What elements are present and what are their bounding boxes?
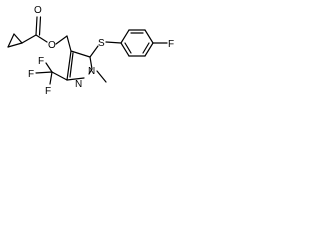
cyclopropane-ring [7,33,23,48]
atom-sulfur: S [98,38,105,49]
bond-carbonyl-to-ester-oxygen [35,34,48,43]
atom-cf3-fluorine-top: F [38,56,44,67]
atom-cf3-fluorine-left: F [28,69,34,80]
atom-nitrogen-n1: N [88,66,95,77]
atom-cf3-fluorine-bottom: F [45,86,51,97]
pyrazole-ring [66,50,93,81]
bond-n-methyl [96,70,107,83]
benzene-ring [120,29,154,57]
bond-c3-to-cf3 [51,71,68,81]
carbonyl-double-bond [35,16,42,36]
atom-aryl-fluorine: F [168,39,174,50]
atom-nitrogen-n2: N [75,79,82,90]
bond-sulfur-to-aryl [105,41,122,44]
bond-ring-to-carbonyl [21,34,37,44]
atom-carbonyl-oxygen: O [34,5,42,16]
bond-c5-to-sulfur [89,45,99,58]
bond-ester-oxygen-to-ch2 [55,35,68,45]
cf3-group [35,62,53,85]
atom-ester-oxygen: O [48,40,56,51]
structure-diagram: O O N N S F F F F [7,5,174,97]
bond-ch2-to-c4 [66,35,72,52]
